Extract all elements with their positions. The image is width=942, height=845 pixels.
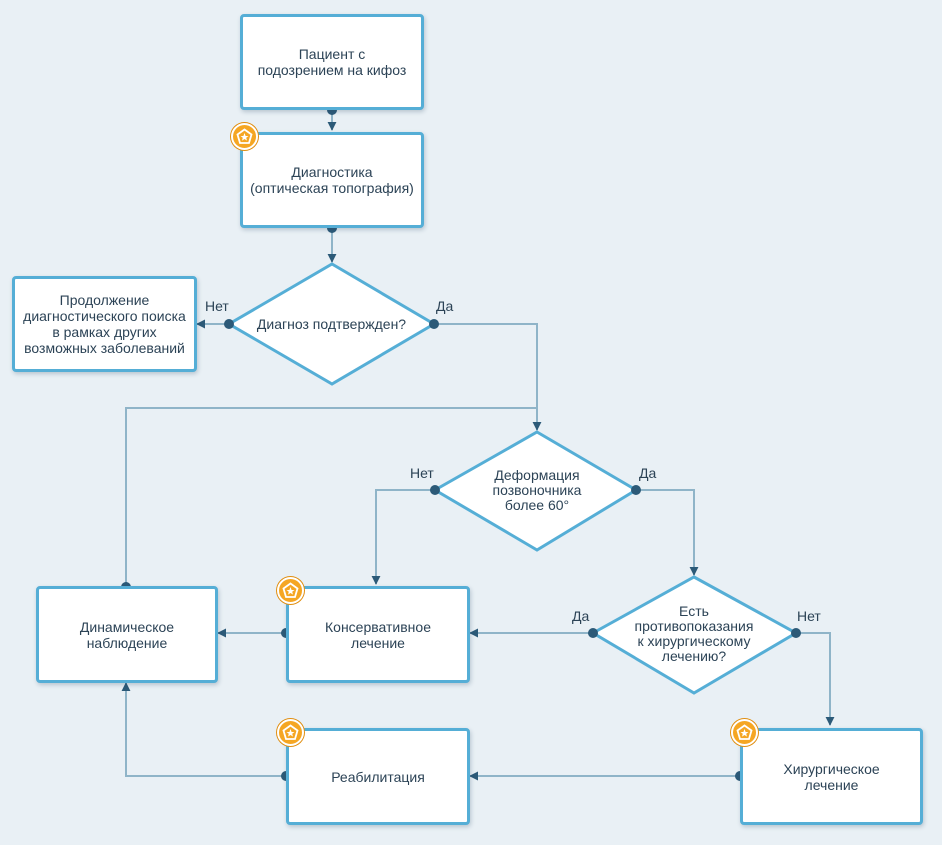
node-surgical-treatment-label: Хирургическое лечение (783, 760, 880, 793)
edge-rehab-observation (121, 682, 286, 777)
edge-label-contra-yes: Да (572, 608, 590, 624)
node-continue-search[interactable]: Продолжение диагностического поиска в ра… (12, 276, 197, 372)
node-rehabilitation-label: Реабилитация (331, 768, 425, 785)
edge-diagnosis-yes (434, 323, 542, 431)
diamond-diagnosis-confirmed (226, 262, 437, 386)
edge-deformation-no (371, 489, 435, 585)
edge-contra-no (796, 632, 835, 726)
edge-label-deformation-yes: Да (639, 465, 657, 481)
node-dynamic-observation[interactable]: Динамическое наблюдение (36, 586, 218, 683)
node-patient-label: Пациент с подозрением на кифоз (257, 46, 407, 78)
diamond-contraindications (589, 575, 800, 695)
rehabilitation-badge-icon (277, 719, 304, 746)
decision-contraindications-label: Есть противопоказания к хирургическому л… (634, 603, 754, 664)
edge-deformation-yes (636, 489, 699, 576)
conservative-badge-icon (277, 577, 304, 604)
node-continue-search-label: Продолжение диагностического поиска в ра… (23, 292, 186, 356)
edge-label-contra-no: Нет (797, 608, 821, 624)
node-surgical-treatment[interactable]: Хирургическое лечение (740, 728, 923, 825)
edge-label-diagnosis-no: Нет (205, 298, 229, 314)
edge-observation-loop (125, 407, 537, 584)
decision-deformation-label: Деформация позвоночника более 60° (492, 466, 582, 513)
node-diagnostics[interactable]: Диагностика (оптическая топография) (240, 132, 424, 228)
surgical-badge-icon (731, 719, 758, 746)
diamond-deformation (432, 430, 639, 552)
node-rehabilitation[interactable]: Реабилитация (286, 728, 470, 825)
node-patient[interactable]: Пациент с подозрением на кифоз (240, 14, 424, 110)
node-diagnostics-label: Диагностика (оптическая топография) (250, 164, 414, 196)
node-dynamic-observation-label: Динамическое наблюдение (79, 618, 175, 651)
diagnostics-badge-icon (231, 123, 258, 150)
edge-label-diagnosis-yes: Да (436, 298, 454, 314)
node-conservative-treatment-label: Консервативное лечение (325, 618, 431, 651)
decision-diagnosis-confirmed-label: Диагноз подтвержден? (256, 315, 407, 332)
node-conservative-treatment[interactable]: Консервативное лечение (286, 586, 470, 683)
edge-label-deformation-no: Нет (410, 465, 434, 481)
